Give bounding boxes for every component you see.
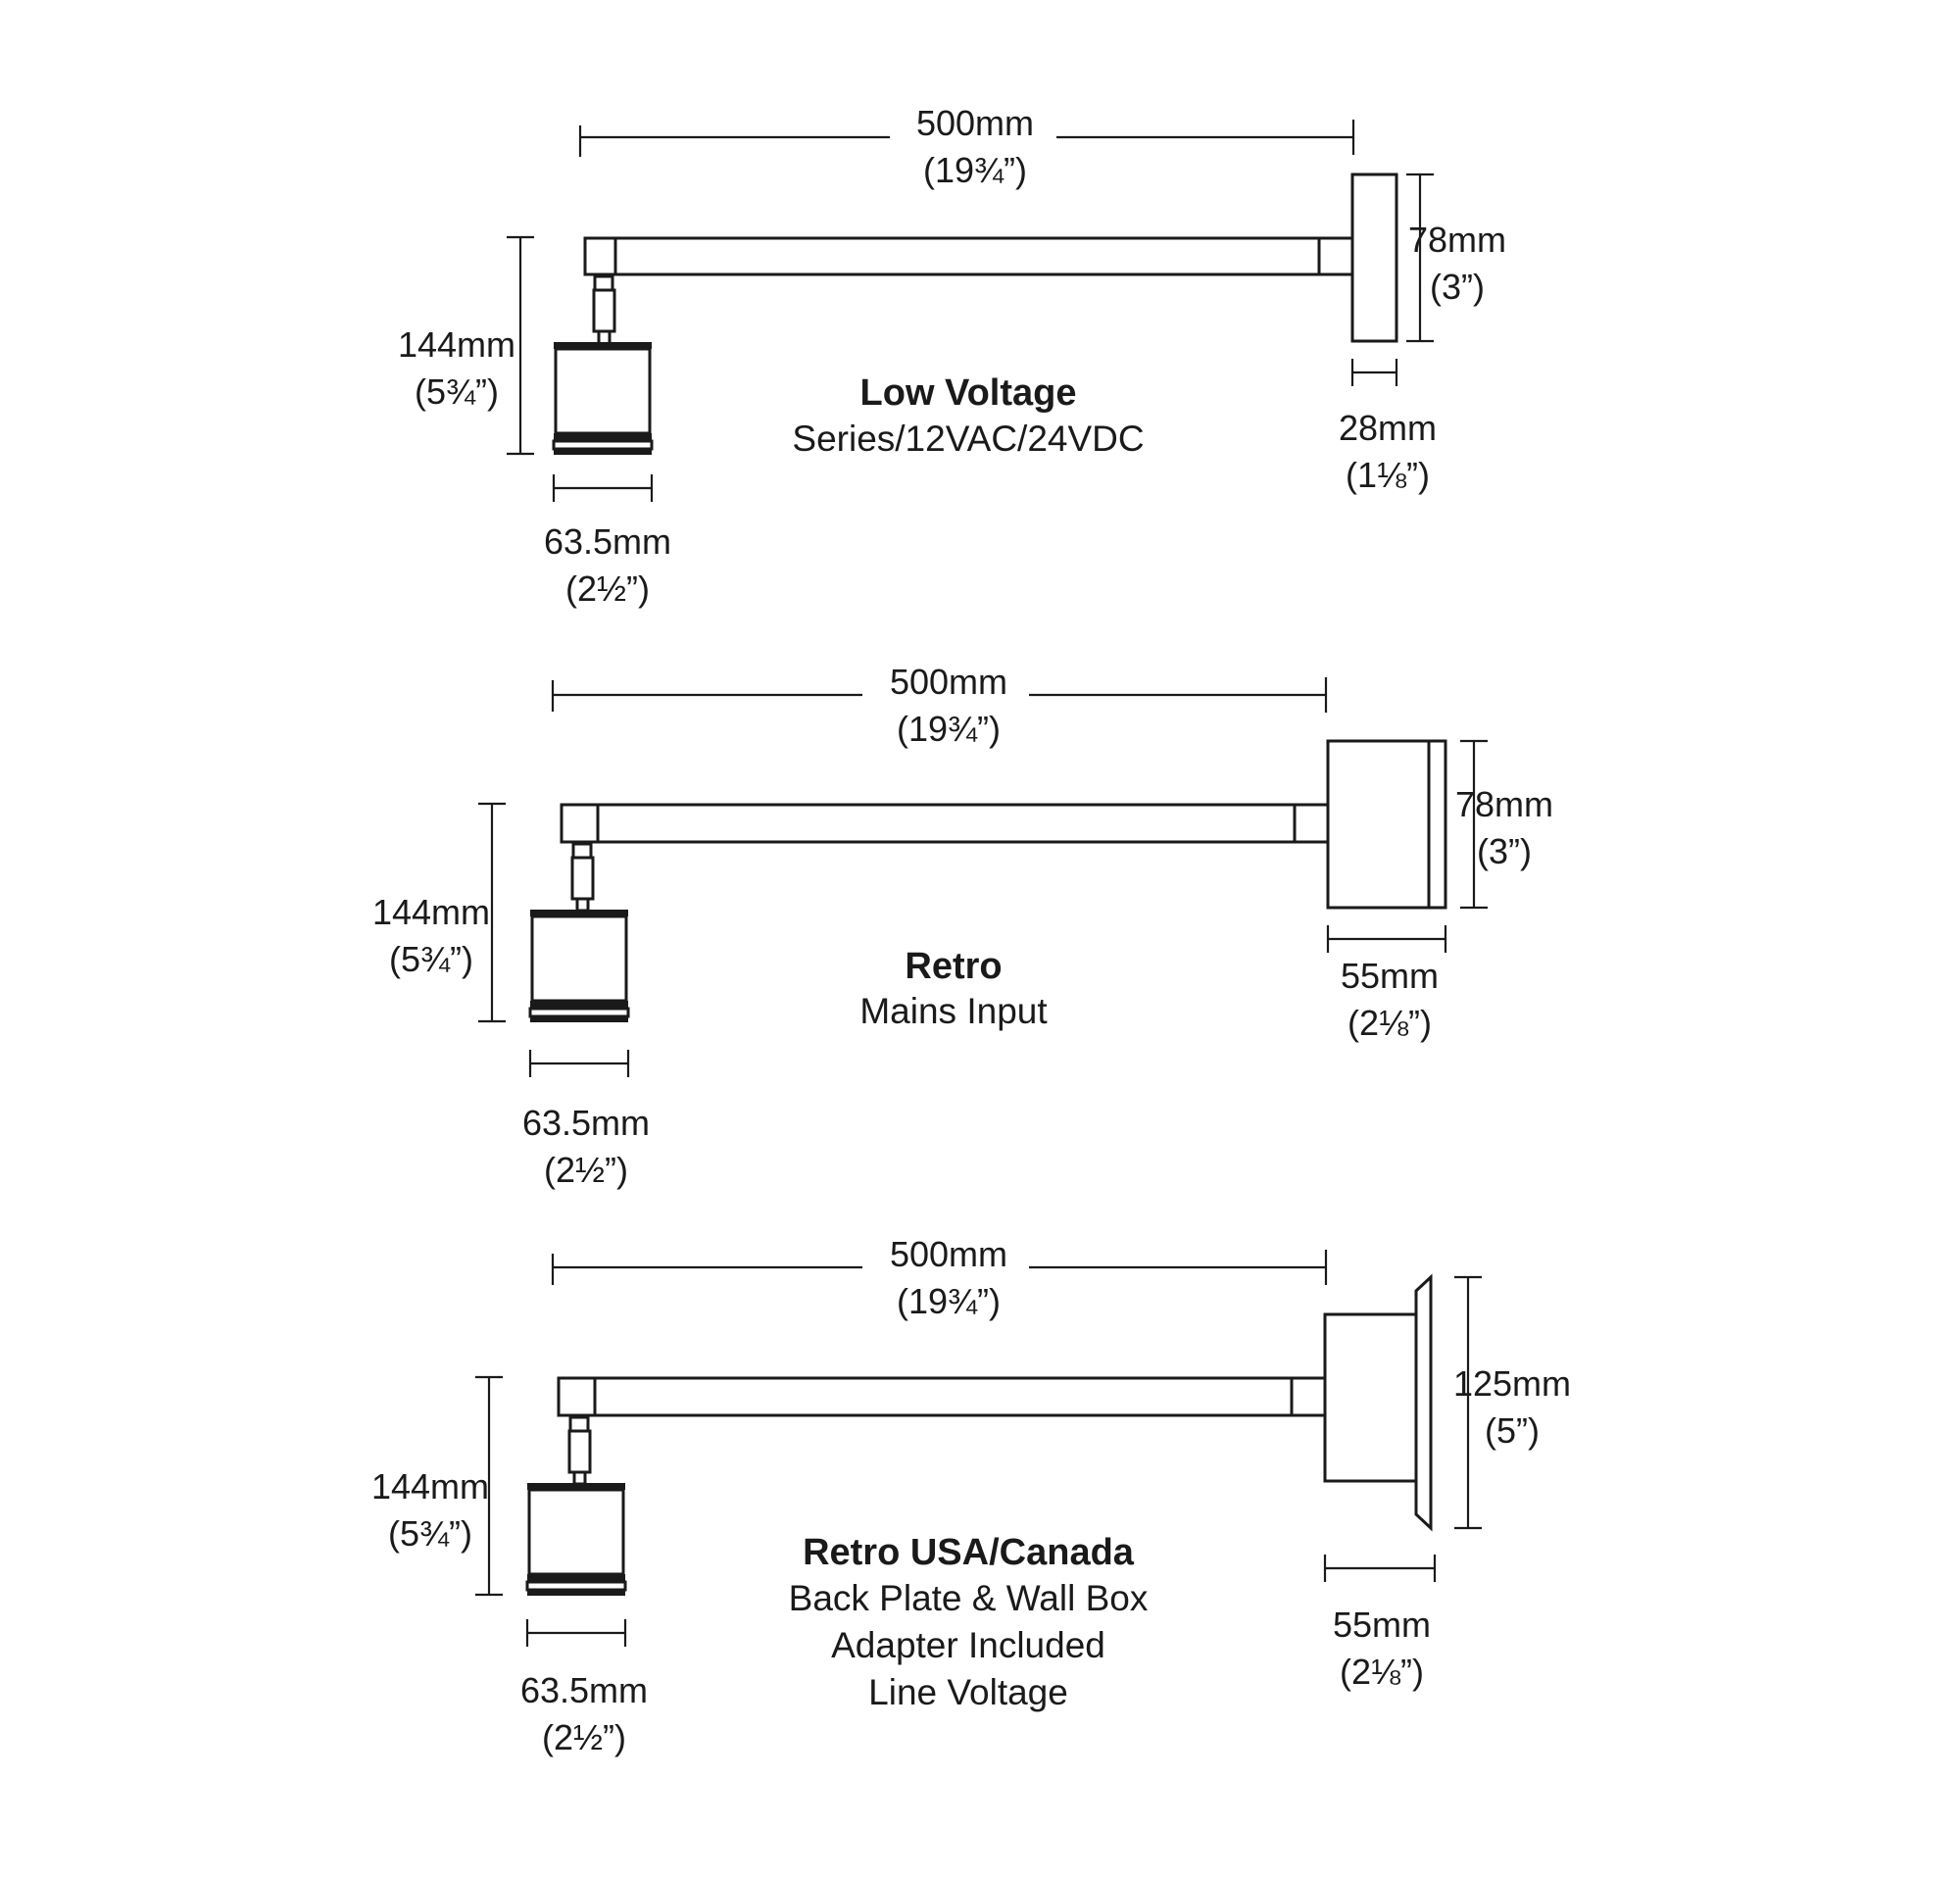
fixture-drawing (525, 1273, 1433, 1596)
plate-height-dimension: 125mm (5”) (1453, 1275, 1571, 1530)
variant-title: Low Voltage (860, 372, 1077, 414)
plate-depth-mm: 55mm (1341, 956, 1439, 996)
arm-length-dimension: 500mm (19¾”) (551, 662, 1328, 749)
plate-depth-in: (1⅛”) (1346, 455, 1430, 495)
plate-height-in: (3”) (1430, 267, 1485, 307)
plate-height-mm: 78mm (1455, 784, 1553, 824)
fixture-diameter-dimension: 63.5mm (2½”) (544, 474, 671, 609)
plate-height-dimension: 78mm (3”) (1455, 739, 1553, 910)
arm-length-mm: 500mm (890, 662, 1007, 702)
fixture-diameter-in: (2½”) (542, 1717, 626, 1757)
fixture-drawing (552, 173, 1398, 455)
plate-height-dimension: 78mm (3”) (1406, 173, 1506, 343)
variant-low-voltage: 500mm (19¾”) 144mm (5¾”) (398, 103, 1506, 609)
fixture-drawing (528, 739, 1447, 1022)
fixture-height-dimension: 144mm (5¾”) (398, 235, 534, 456)
plate-depth-dimension: 55mm (2⅛”) (1326, 925, 1447, 1043)
variant-retro-usa-canada: 500mm (19¾”) 144mm (5¾”) (371, 1234, 1571, 1757)
arm-length-dimension: 500mm (19¾”) (551, 1234, 1328, 1321)
variant-subtitle: Mains Input (859, 991, 1048, 1031)
arm-length-mm: 500mm (916, 103, 1034, 143)
fixture-diameter-in: (2½”) (565, 568, 650, 609)
plate-depth-mm: 28mm (1339, 408, 1437, 448)
fixture-diameter-mm: 63.5mm (522, 1103, 650, 1143)
plate-height-mm: 125mm (1453, 1363, 1571, 1404)
arm-length-in: (19¾”) (897, 1281, 1001, 1321)
variant-subtitle-line-1: Back Plate & Wall Box (789, 1578, 1149, 1618)
fixture-height-dimension: 144mm (5¾”) (371, 1375, 503, 1597)
arm-length-in: (19¾”) (897, 709, 1001, 749)
variant-subtitle-line-3: Line Voltage (868, 1672, 1068, 1712)
plate-depth-in: (2⅛”) (1340, 1652, 1424, 1692)
fixture-height-in: (5¾”) (388, 1513, 472, 1554)
fixture-height-in: (5¾”) (389, 939, 473, 979)
fixture-diameter-in: (2½”) (544, 1150, 628, 1190)
arm-length-dimension: 500mm (19¾”) (578, 103, 1355, 190)
variant-subtitle-line-2: Adapter Included (831, 1625, 1105, 1665)
plate-height-mm: 78mm (1408, 220, 1506, 260)
plate-depth-in: (2⅛”) (1348, 1003, 1432, 1043)
variant-retro: 500mm (19¾”) 144mm (5¾”) (372, 662, 1553, 1190)
variant-subtitle: Series/12VAC/24VDC (792, 419, 1144, 459)
fixture-height-mm: 144mm (372, 892, 490, 932)
fixture-height-mm: 144mm (398, 324, 515, 365)
arm-length-in: (19¾”) (923, 150, 1027, 190)
fixture-height-in: (5¾”) (415, 371, 499, 412)
fixture-diameter-mm: 63.5mm (520, 1670, 648, 1710)
fixture-height-dimension: 144mm (5¾”) (372, 802, 506, 1023)
fixture-diameter-dimension: 63.5mm (2½”) (522, 1050, 650, 1190)
plate-height-in: (3”) (1477, 831, 1532, 871)
plate-height-in: (5”) (1485, 1410, 1540, 1451)
fixture-diameter-dimension: 63.5mm (2½”) (520, 1619, 648, 1757)
variant-title: Retro (905, 946, 1002, 987)
plate-depth-mm: 55mm (1333, 1605, 1431, 1645)
arm-length-mm: 500mm (890, 1234, 1007, 1274)
plate-depth-dimension: 28mm (1⅛”) (1339, 359, 1437, 495)
fixture-diameter-mm: 63.5mm (544, 521, 671, 562)
plate-depth-dimension: 55mm (2⅛”) (1323, 1555, 1437, 1692)
fixture-height-mm: 144mm (371, 1466, 489, 1507)
variant-title: Retro USA/Canada (803, 1532, 1135, 1573)
